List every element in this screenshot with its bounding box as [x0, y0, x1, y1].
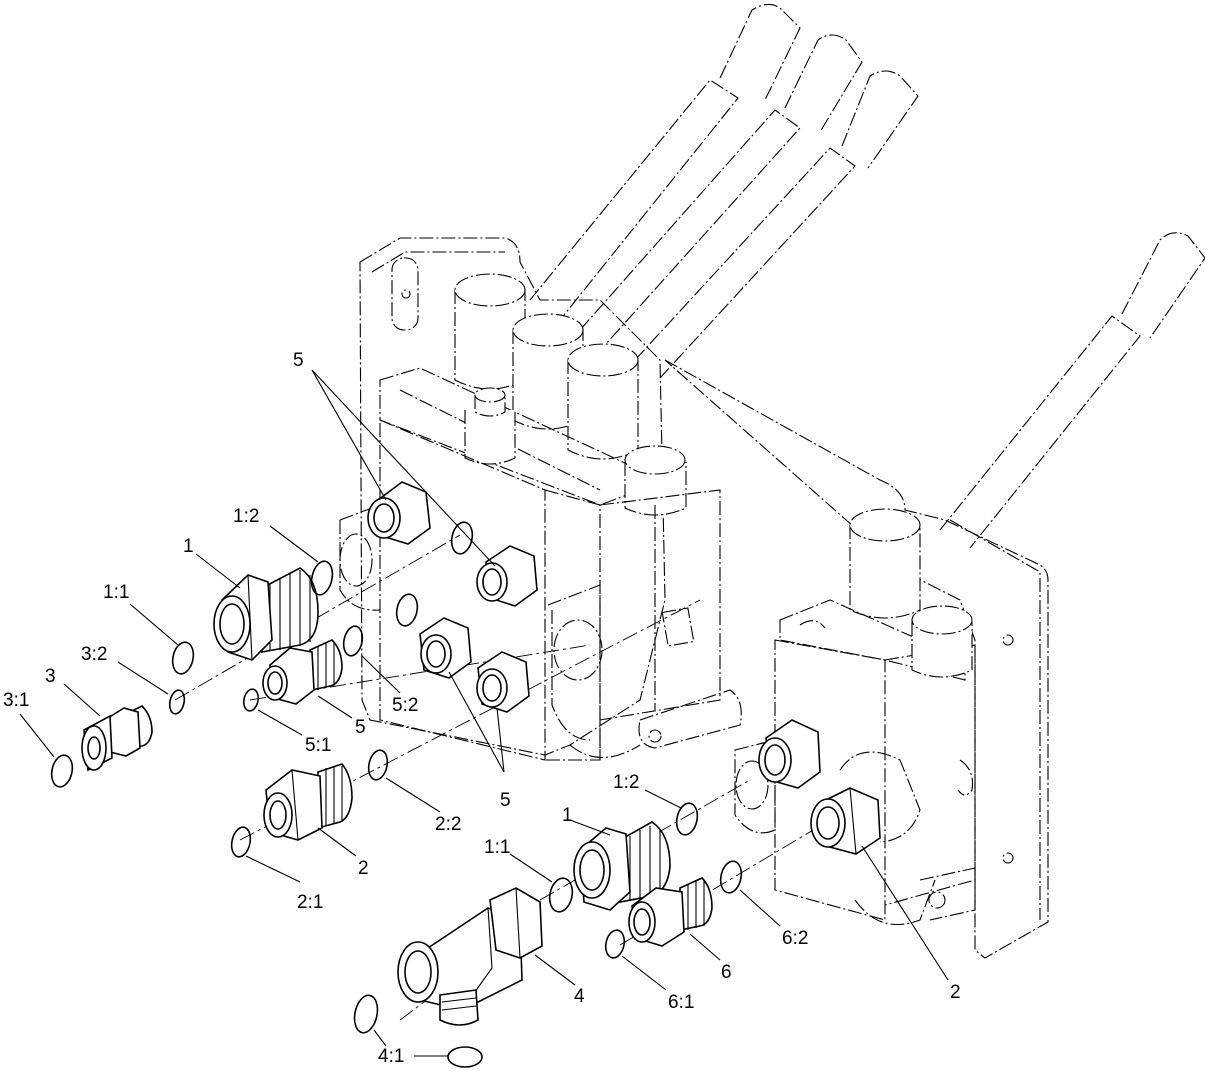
callout-5-mid: 5: [355, 717, 366, 738]
o-ring-top-right: [450, 521, 474, 555]
o-ring-5-2: [342, 625, 364, 657]
o-ring-1-2-right: [675, 802, 699, 836]
callout-3-1: 3:1: [3, 690, 29, 711]
callout-5-bottom: 5: [500, 790, 511, 811]
callout-2-1: 2:1: [297, 892, 323, 913]
callout-1-2-left: 1:2: [233, 506, 259, 527]
callout-3-2: 3:2: [81, 644, 107, 665]
o-ring-1-1-left: [171, 641, 195, 675]
o-ring-4-1-upper: [353, 994, 379, 1034]
o-ring-3-2: [168, 689, 186, 715]
o-ring-6-1: [604, 929, 626, 959]
part-5-lower-fitting-a: [419, 617, 472, 679]
part-5-right-fitting: [758, 719, 821, 789]
o-ring-mid: [395, 593, 419, 627]
valve-bank-phantom: [339, 3, 1205, 959]
callout-5-top: 5: [293, 350, 304, 371]
leader-lines: [19, 369, 949, 1057]
callout-5-1: 5:1: [305, 735, 331, 756]
o-ring-1-2-left: [310, 560, 334, 596]
part-1-left-fitting: [213, 567, 319, 661]
callout-2-right: 2: [950, 982, 961, 1003]
part-3-fitting: [81, 705, 153, 772]
callout-6: 6: [721, 962, 732, 983]
callout-1-right: 1: [562, 805, 573, 826]
callout-1-2-right: 1:2: [613, 772, 639, 793]
part-4-tee-fitting: [397, 887, 543, 1026]
o-ring-5-1: [242, 688, 260, 712]
callout-4: 4: [574, 986, 585, 1007]
o-ring-2-1: [230, 826, 252, 858]
part-2-left-fitting: [263, 763, 353, 841]
o-ring-1-1-right: [548, 877, 574, 913]
callout-6-1: 6:1: [668, 992, 694, 1013]
callout-5-2: 5:2: [392, 695, 418, 716]
callout-3: 3: [45, 666, 56, 687]
part-1-right-fitting: [573, 821, 671, 911]
part-2-right-fitting: [810, 787, 881, 855]
part-5-loose-fitting: [262, 639, 343, 705]
callout-6-2: 6:2: [782, 928, 808, 949]
callout-2-2: 2:2: [435, 814, 461, 835]
o-ring-4-1-lower: [447, 1046, 483, 1068]
o-ring-6-2: [719, 860, 743, 894]
callout-1-left: 1: [183, 536, 194, 557]
part-6-fitting: [628, 877, 713, 947]
o-ring-2-2: [367, 749, 389, 781]
callout-labels: 5 1:2 1 1:1 3:2 3 3:1 5 5:2 5:1 5 2:2 2 …: [3, 350, 961, 1067]
o-rings: [50, 521, 743, 1068]
callout-1-1-left: 1:1: [103, 582, 129, 603]
o-ring-3-1: [50, 754, 74, 788]
part-5-mid-fitting: [476, 545, 538, 607]
part-5-top-fitting: [367, 481, 431, 545]
callout-4-1: 4:1: [378, 1046, 404, 1067]
callout-1-1-right: 1:1: [484, 837, 510, 858]
callout-2-left: 2: [358, 858, 369, 879]
part-5-lower-fitting-b: [476, 651, 530, 713]
